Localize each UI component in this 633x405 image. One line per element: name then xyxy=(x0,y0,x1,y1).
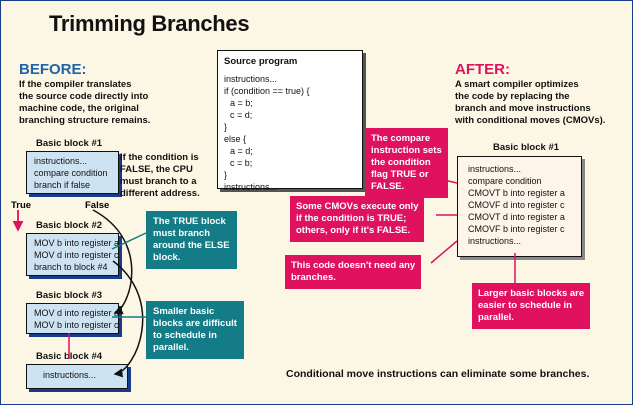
callout-line: the condition xyxy=(371,157,431,168)
block-line: branch to block #4 xyxy=(34,262,108,272)
true-label: True xyxy=(11,200,32,211)
block-line: CMOVT b into register a xyxy=(468,188,565,198)
source-line: c = d; xyxy=(230,110,253,120)
after-block-label: Basic block #1 xyxy=(493,142,560,153)
block-line: branch if false xyxy=(34,180,91,190)
block-line: instructions... xyxy=(43,370,97,380)
callout-line: The TRUE block xyxy=(153,216,226,227)
block-line: instructions... xyxy=(468,236,522,246)
callout-line: blocks are difficult xyxy=(153,318,237,329)
before-desc-line: If the compiler translates xyxy=(19,79,132,90)
cmov-callout: Some CMOVs execute only if the condition… xyxy=(290,196,425,242)
true-callout-pointer xyxy=(111,232,147,250)
before-block-1-label: Basic block #1 xyxy=(36,138,103,149)
block-line: compare condition xyxy=(34,168,108,178)
callout-line: branches. xyxy=(291,272,336,283)
larger-blocks-callout: Larger basic blocks are easier to schedu… xyxy=(472,283,591,329)
callout-line: flag TRUE or xyxy=(371,169,429,180)
condition-note: If the condition is FALSE, the CPU must … xyxy=(120,152,200,200)
before-block-4: instructions... xyxy=(26,364,128,389)
callout-line: FALSE. xyxy=(371,181,405,192)
diagram-title: Trimming Branches xyxy=(49,11,250,36)
source-line: instructions... xyxy=(224,74,278,84)
after-desc-line: the code by replacing the xyxy=(455,91,570,102)
callout-line: instruction sets xyxy=(371,145,442,156)
block-line: MOV b into register c xyxy=(34,320,119,330)
callout-line: easier to schedule in xyxy=(478,300,572,311)
callout-line: must branch xyxy=(153,228,211,239)
footer-caption: Conditional move instructions can elimin… xyxy=(286,368,590,380)
after-block: instructions... compare condition CMOVT … xyxy=(457,156,582,257)
source-line: else { xyxy=(224,134,247,144)
callout-line: around the ELSE xyxy=(153,240,230,251)
source-program-title: Source program xyxy=(224,56,298,67)
false-label: False xyxy=(85,200,110,211)
before-block-3-label: Basic block #3 xyxy=(36,290,103,301)
condition-note-line: If the condition is xyxy=(120,152,199,163)
no-branches-callout-pointer xyxy=(430,240,458,264)
block-line: MOV d into register c xyxy=(34,250,119,260)
callout-line: Larger basic blocks are xyxy=(478,288,585,299)
before-block-1: instructions... compare condition branch… xyxy=(26,151,119,194)
source-line: } xyxy=(224,170,228,180)
after-heading: AFTER: xyxy=(455,61,510,78)
source-line: a = d; xyxy=(230,146,253,156)
callout-line: This code doesn't need any xyxy=(291,260,416,271)
callout-line: to schedule in xyxy=(153,330,217,341)
block-line: MOV d into register a xyxy=(34,308,120,318)
before-desc-line: branching structure remains. xyxy=(19,115,151,126)
callout-line: parallel. xyxy=(478,312,514,323)
callout-line: Some CMOVs execute only xyxy=(296,201,419,212)
smaller-blocks-callout: Smaller basic blocks are difficult to sc… xyxy=(146,301,244,359)
no-branches-callout: This code doesn't need any branches. xyxy=(285,255,422,289)
compare-callout-pointer xyxy=(430,176,458,184)
false-branch-arrow xyxy=(92,209,133,315)
callout-line: others, only if it's FALSE. xyxy=(296,225,411,236)
callout-line: Smaller basic xyxy=(153,306,215,317)
callout-line: if the condition is TRUE; xyxy=(296,213,407,224)
callout-line: parallel. xyxy=(153,342,189,353)
after-desc-line: with conditional moves (CMOVs). xyxy=(455,115,606,126)
condition-note-line: must branch to a xyxy=(120,176,197,187)
before-description: If the compiler translates the source co… xyxy=(19,79,150,127)
compare-callout: The compare instruction sets the conditi… xyxy=(365,128,448,198)
before-desc-line: the source code directly into xyxy=(19,91,149,102)
after-desc-line: A smart compiler optimizes xyxy=(455,79,579,90)
before-block-3: MOV d into register a MOV b into registe… xyxy=(26,303,119,334)
after-description: A smart compiler optimizes the code by r… xyxy=(455,79,605,127)
block-line: CMOVF b into register c xyxy=(468,224,565,234)
source-line: c = b; xyxy=(230,158,253,168)
block-line: MOV b into register a xyxy=(34,238,120,248)
source-line: if (condition == true) { xyxy=(224,86,310,96)
source-line: instructions... xyxy=(224,182,278,192)
condition-note-line: different address. xyxy=(120,188,200,199)
source-line: a = b; xyxy=(230,98,253,108)
callout-line: block. xyxy=(153,252,181,263)
before-block-2: MOV b into register a MOV d into registe… xyxy=(26,233,119,276)
block-line: CMOVF d into register c xyxy=(468,200,565,210)
after-desc-line: branch and move instructions xyxy=(455,103,591,114)
block-line: instructions... xyxy=(468,164,522,174)
source-program-box: Source program instructions... if (condi… xyxy=(217,50,363,192)
true-block-callout: The TRUE block must branch around the EL… xyxy=(146,211,237,269)
block-line: CMOVT d into register a xyxy=(468,212,565,222)
block-line: compare condition xyxy=(468,176,542,186)
source-line: } xyxy=(224,122,228,132)
before-block-2-label: Basic block #2 xyxy=(36,220,103,231)
branch-to-block-4-arrow xyxy=(112,260,144,378)
before-desc-line: machine code, the original xyxy=(19,103,139,114)
condition-note-line: FALSE, the CPU xyxy=(120,164,193,175)
callout-line: The compare xyxy=(371,133,431,144)
block-line: instructions... xyxy=(34,156,88,166)
before-heading: BEFORE: xyxy=(19,61,87,78)
